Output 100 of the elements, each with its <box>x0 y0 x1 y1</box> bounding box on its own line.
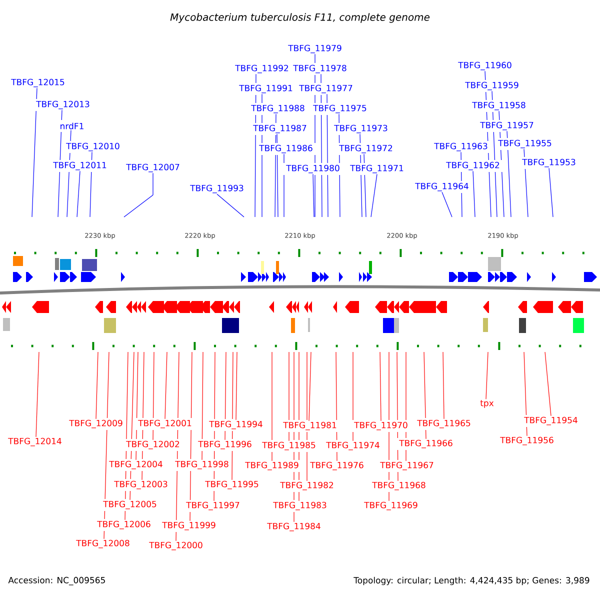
leader-line <box>202 352 204 460</box>
gene-label: TBFG_11978 <box>293 64 346 74</box>
gene-label: TBFG_11963 <box>434 142 488 152</box>
gene-label: TBFG_11953 <box>522 158 576 168</box>
leader-line <box>190 352 192 522</box>
gene-label: TBFG_11992 <box>235 64 288 74</box>
leader-line <box>380 352 382 422</box>
leader-line <box>136 352 138 460</box>
leader-line <box>152 352 154 440</box>
gene-label: TBFG_11955 <box>498 140 552 148</box>
gene-label: TBFG_11998 <box>175 460 228 470</box>
leader-line <box>486 352 488 400</box>
gene-label: tpx <box>480 400 494 408</box>
leader-line <box>130 352 134 500</box>
leader-line <box>66 130 72 218</box>
gene-label: TBFG_11981 <box>283 422 336 430</box>
gene-label: TBFG_12011 <box>53 162 106 170</box>
gene-label: TBFG_11969 <box>364 502 418 510</box>
leader-line <box>224 352 226 440</box>
leader-line <box>306 352 308 482</box>
leader-line <box>388 352 390 502</box>
leader-line <box>232 352 234 480</box>
leader-line <box>176 352 180 542</box>
leader-line <box>442 352 444 420</box>
gene-label: TBFG_11968 <box>372 482 426 490</box>
leader-line <box>314 54 316 218</box>
gene-label: TBFG_11980 <box>286 164 340 174</box>
gene-label: TBFG_12008 <box>76 540 130 548</box>
gene-label: TBFG_12003 <box>114 480 168 490</box>
gene-label: TBFG_11985 <box>262 442 316 450</box>
genome-info-text: Topology: circular; Length: 4,424,435 bp; Genes: 3,989 <box>354 576 590 586</box>
gene-label: TBFG_12004 <box>109 460 162 470</box>
gene-label: TBFG_11959 <box>465 82 518 90</box>
gene-label: TBFG_12007 <box>126 164 180 172</box>
gene-label: TBFG_11954 <box>524 416 578 426</box>
leader-line <box>484 70 492 218</box>
leader-line <box>96 352 98 420</box>
gene-label: TBFG_11962 <box>446 162 500 170</box>
gene-label: TBFG_11974 <box>326 442 380 450</box>
leader-line <box>320 74 322 218</box>
leader-line <box>524 352 528 436</box>
gene-label: TBFG_11993 <box>190 184 244 194</box>
gene-label: TBFG_12015 <box>11 78 64 88</box>
leader-line <box>312 174 314 218</box>
leader-line <box>216 194 244 218</box>
leader-line <box>460 152 462 218</box>
leader-line <box>36 352 40 438</box>
gene-label: TBFG_11986 <box>259 144 312 154</box>
leader-line <box>336 352 338 462</box>
leader-line <box>76 170 80 218</box>
gene-label: TBFG_11965 <box>417 420 470 428</box>
gene-label: TBFG_11976 <box>310 462 364 470</box>
gene-label: TBFG_11983 <box>273 502 326 510</box>
gene-label: TBFG_12001 <box>138 420 192 428</box>
gene-label: TBFG_11960 <box>458 62 512 70</box>
gene-label: TBFG_11984 <box>267 522 320 532</box>
gene-label: TBFG_11971 <box>350 164 404 174</box>
leader-line <box>274 114 276 218</box>
leader-line <box>90 152 92 218</box>
leader-line <box>544 352 552 416</box>
leader-line <box>236 352 238 420</box>
gene-label: TBFG_11989 <box>245 462 298 470</box>
gene-label: TBFG_12014 <box>8 438 62 446</box>
leader-line <box>254 74 256 218</box>
leader-line <box>326 94 328 218</box>
gene-label: TBFG_11979 <box>288 44 342 54</box>
leader-line <box>288 352 290 442</box>
leader-line <box>276 134 278 218</box>
leader-line <box>364 154 366 218</box>
leader-line <box>32 88 38 218</box>
gene-label: TBFG_11957 <box>480 122 534 130</box>
leader-line <box>352 352 354 442</box>
gene-label: TBFG_11977 <box>299 84 352 94</box>
gene-label: TBFG_11991 <box>239 84 292 94</box>
leader-line <box>214 352 216 502</box>
gene-label: TBFG_12010 <box>66 142 120 152</box>
accession-text: Accession: NC_009565 <box>8 576 105 586</box>
gene-label: TBFG_11997 <box>186 502 240 510</box>
leader-line <box>506 130 512 218</box>
leader-line <box>142 352 144 480</box>
leader-line <box>104 352 110 540</box>
gene-label: TBFG_11956 <box>500 436 554 446</box>
gene-label: TBFG_11972 <box>339 144 392 154</box>
gene-label: TBFG_11987 <box>253 124 306 134</box>
leader-line <box>360 134 362 218</box>
leader-line <box>424 352 426 440</box>
gene-label: TBFG_11966 <box>399 440 452 448</box>
gene-label: TBFG_12000 <box>149 542 202 550</box>
gene-label: nrdF1 <box>60 122 84 130</box>
gene-label: TBFG_11999 <box>162 522 216 530</box>
gene-label: TBFG_12013 <box>36 100 90 110</box>
gene-label: TBFG_11988 <box>251 104 304 114</box>
gene-label: TBFG_12002 <box>126 440 180 450</box>
leader-line <box>524 148 528 218</box>
gene-label: TBFG_11964 <box>415 182 468 192</box>
gene-label: TBFG_11982 <box>280 482 334 490</box>
gene-label: TBFG_11958 <box>472 102 526 110</box>
leader-line <box>308 352 312 422</box>
leader-line <box>498 110 504 218</box>
gene-label: TBFG_12005 <box>103 500 156 510</box>
